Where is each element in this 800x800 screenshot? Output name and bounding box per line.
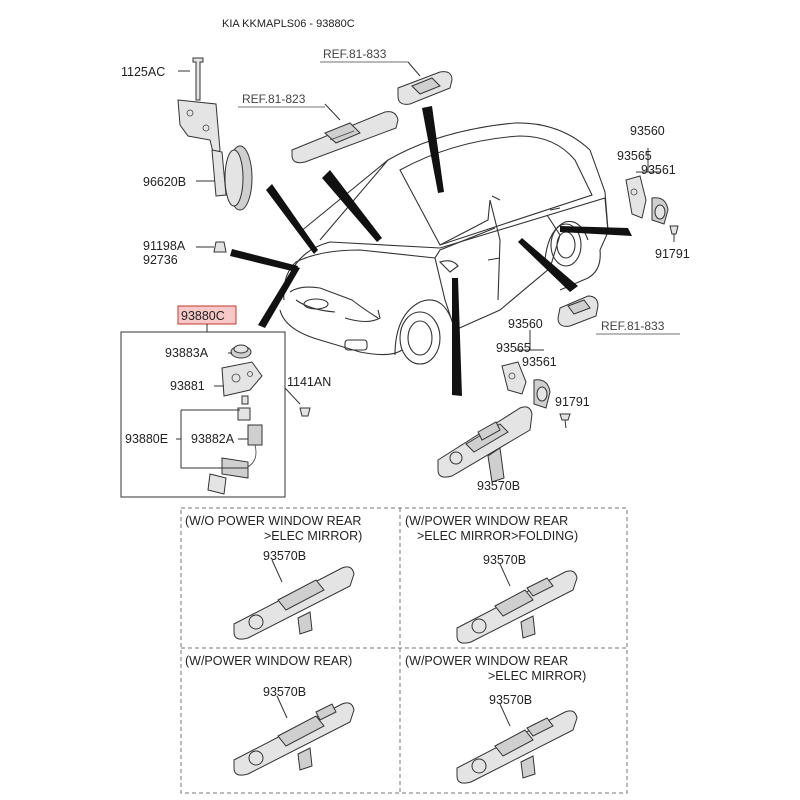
variant-0-switch (233, 559, 355, 640)
label-93880c: 93880C (181, 309, 225, 323)
label-93560-mid: 93560 (508, 317, 543, 331)
label-93561-top: 93561 (641, 163, 676, 177)
ref-81-833-top: REF.81-833 (323, 47, 387, 61)
sensor-assembly-93880c (176, 344, 311, 495)
switch-ref-81-823 (291, 103, 399, 164)
variant-1-switch (456, 563, 578, 644)
variant-0-part: 93570B (263, 549, 306, 563)
leader-wedges (230, 106, 632, 396)
group-93560-top (625, 148, 679, 242)
switch-ref-81-833-top (397, 61, 453, 105)
label-1125ac: 1125AC (121, 65, 165, 79)
clip-91198a (196, 241, 227, 253)
label-93880e: 93880E (125, 432, 168, 446)
ref-81-823: REF.81-823 (242, 92, 306, 106)
variant-3-line2: >ELEC MIRROR) (488, 669, 586, 683)
variant-2-switch (233, 695, 355, 776)
variant-3-part: 93570B (489, 693, 532, 707)
label-93883a: 93883A (165, 346, 209, 360)
variant-2-part: 93570B (263, 685, 306, 699)
diagram-title: KIA KKMAPLS06 - 93880C (222, 18, 355, 30)
master-switch-93570b-main (437, 406, 533, 483)
variant-3-line1: (W/POWER WINDOW REAR (405, 654, 568, 668)
label-91791-top: 91791 (655, 247, 690, 261)
label-91791-mid: 91791 (555, 395, 590, 409)
label-1141an: 1141AN (287, 375, 331, 389)
variant-1-line1: (W/POWER WINDOW REAR (405, 514, 568, 528)
bracket-96620b (177, 57, 253, 211)
variant-1-line2: >ELEC MIRROR>FOLDING) (417, 529, 578, 543)
label-96620b: 96620B (143, 175, 186, 189)
label-93882a: 93882A (191, 432, 235, 446)
frame-93880c (120, 331, 286, 498)
label-92736: 92736 (143, 253, 178, 267)
label-93560-top: 93560 (630, 124, 665, 138)
variants-frame (180, 507, 628, 794)
label-93565-top: 93565 (617, 149, 652, 163)
label-93570b-main: 93570B (477, 479, 520, 493)
variant-3-switch (456, 703, 578, 784)
variant-0-line1: (W/O POWER WINDOW REAR (185, 514, 361, 528)
variant-0-line2: >ELEC MIRROR) (264, 529, 362, 543)
switch-ref-81-833-right (557, 295, 599, 327)
label-91198a: 91198A (143, 239, 186, 253)
ref-81-833-right: REF.81-833 (601, 319, 665, 333)
label-93561-mid: 93561 (522, 355, 557, 369)
label-93565-mid: 93565 (496, 341, 531, 355)
variant-1-part: 93570B (483, 553, 526, 567)
car-outline (279, 122, 609, 365)
label-93881: 93881 (170, 379, 205, 393)
group-93560-mid (501, 330, 571, 429)
variant-2-line1: (W/POWER WINDOW REAR) (185, 654, 352, 668)
